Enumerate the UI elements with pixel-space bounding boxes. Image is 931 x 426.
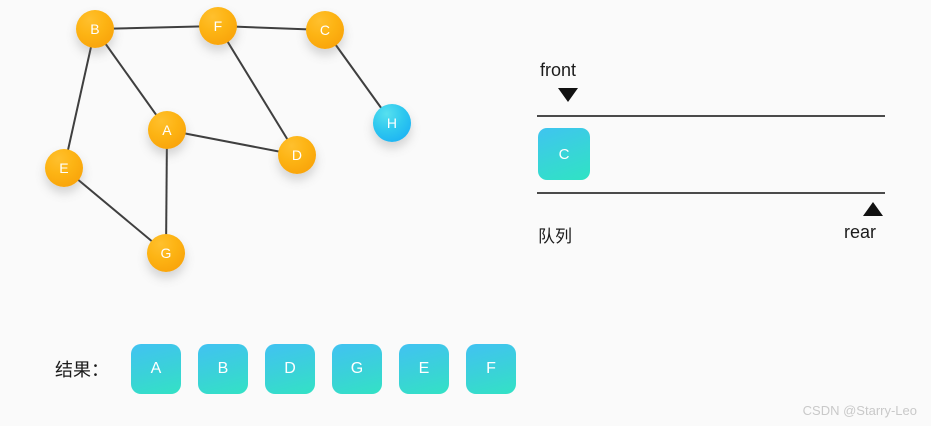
- graph-node-h[interactable]: H: [373, 104, 411, 142]
- graph-edge: [63, 167, 167, 254]
- watermark: CSDN @Starry-Leo: [802, 403, 917, 418]
- queue-panel: front C rear 队列: [530, 50, 910, 260]
- result-tile-b[interactable]: B: [198, 344, 248, 394]
- queue-slots: C: [538, 128, 590, 180]
- graph-node-f[interactable]: F: [199, 7, 237, 45]
- queue-rail-bottom: [537, 192, 885, 194]
- graph-node-d[interactable]: D: [278, 136, 316, 174]
- graph-node-a[interactable]: A: [148, 111, 186, 149]
- queue-front-label: front: [540, 60, 577, 80]
- result-tile-f[interactable]: F: [466, 344, 516, 394]
- graph-edge: [94, 28, 168, 131]
- queue-name-label: 队列: [538, 227, 572, 246]
- result-tile-e[interactable]: E: [399, 344, 449, 394]
- graph-edge: [217, 25, 298, 156]
- queue-rail-top: [537, 115, 885, 117]
- result-tile-d[interactable]: D: [265, 344, 315, 394]
- graph-edge: [165, 129, 168, 254]
- graph-node-g[interactable]: G: [147, 234, 185, 272]
- graph-edge: [94, 25, 219, 30]
- graph-node-b[interactable]: B: [76, 10, 114, 48]
- result-tile-g[interactable]: G: [332, 344, 382, 394]
- graph-edge: [63, 28, 96, 169]
- result-label: 结果：: [55, 360, 109, 380]
- graph-edge: [166, 129, 298, 156]
- triangle-up-icon: [863, 202, 883, 216]
- graph-panel: B F C H A D E G: [0, 0, 470, 300]
- triangle-down-icon: [558, 88, 578, 102]
- queue-rear-label: rear: [844, 222, 877, 242]
- queue-tile-c[interactable]: C: [538, 128, 590, 180]
- graph-node-c[interactable]: C: [306, 11, 344, 49]
- result-tile-a[interactable]: A: [131, 344, 181, 394]
- graph-node-e[interactable]: E: [45, 149, 83, 187]
